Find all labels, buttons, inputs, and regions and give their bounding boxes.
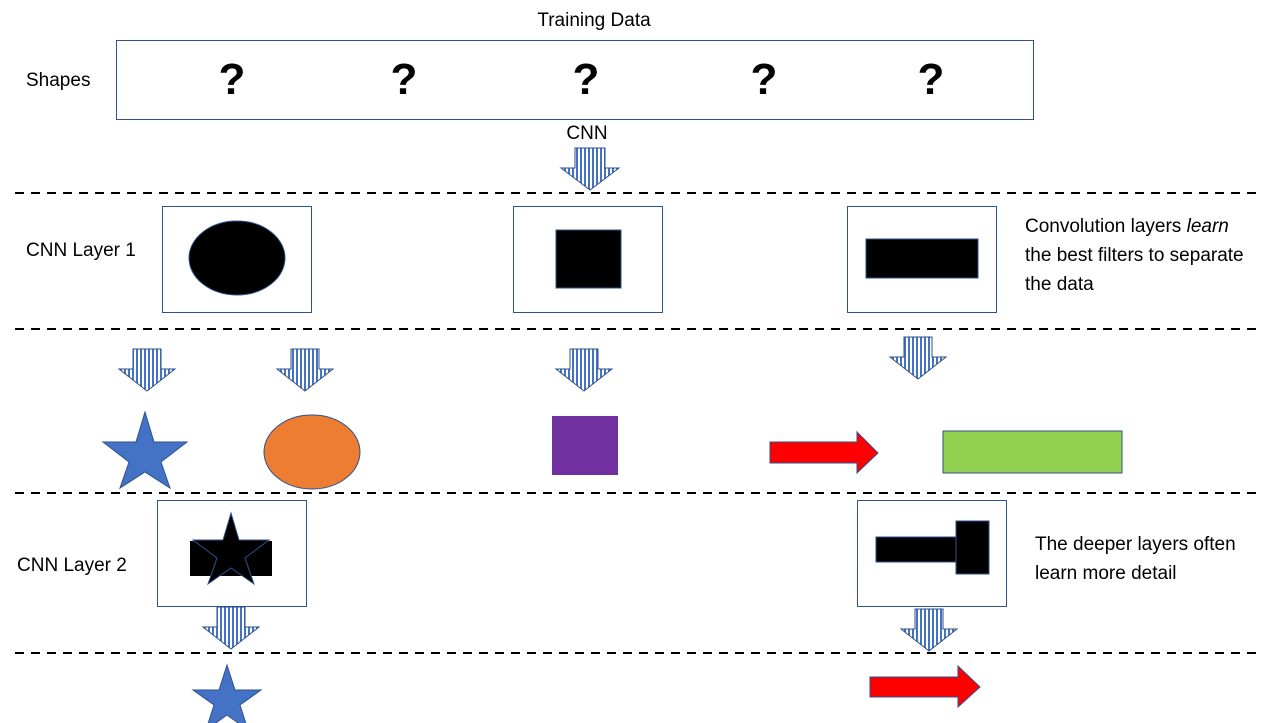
striped-down-arrow-icon [117,348,177,392]
striped-down-arrow-icon [554,348,614,392]
question-mark-4: ? [750,55,778,104]
striped-down-arrow-icon [201,606,261,650]
question-mark-2: ? [390,55,418,104]
black-ellipse-filter [188,220,286,296]
blue-star-icon [101,410,189,490]
shapes-label: Shapes [26,70,91,91]
layer-1-note-line-1: Convolution layers learn [1025,212,1229,241]
striped-down-arrow-icon [275,348,335,392]
purple-square-icon [552,416,618,475]
black-square-filter [555,229,622,289]
layer-2-note-line-1: The deeper layers often [1035,534,1236,555]
layer-1-note-emphasis: learn [1186,216,1229,237]
layer-2-note-line-2: learn more detail [1035,563,1177,584]
striped-down-arrow-icon [899,608,959,652]
black-arrow-head-filter [955,520,990,575]
training-data-title: Training Data [537,10,651,31]
question-mark-1: ? [218,55,246,104]
red-right-arrow-icon [769,430,879,475]
layer-1-note-prefix: Convolution layers [1025,216,1187,237]
cnn-layer-1-label: CNN Layer 1 [26,240,136,261]
black-star-filter-icon [191,511,271,586]
layer-1-note-line-3: the data [1025,274,1094,295]
training-data-box [116,40,1034,120]
layer-1-note-line-2: the best filters to separate [1025,245,1244,266]
black-arrow-shaft-filter [875,536,959,563]
blue-star-output-icon [191,663,263,723]
question-mark-3: ? [572,55,600,104]
orange-ellipse-icon [263,414,361,490]
striped-down-arrow-icon [559,147,621,191]
cnn-label: CNN [566,123,608,144]
striped-down-arrow-icon [888,336,948,380]
question-mark-5: ? [917,55,945,104]
red-right-arrow-output-icon [869,664,981,709]
green-rectangle-icon [942,430,1123,474]
cnn-layer-2-label: CNN Layer 2 [17,555,127,576]
black-rectangle-filter [865,238,979,279]
